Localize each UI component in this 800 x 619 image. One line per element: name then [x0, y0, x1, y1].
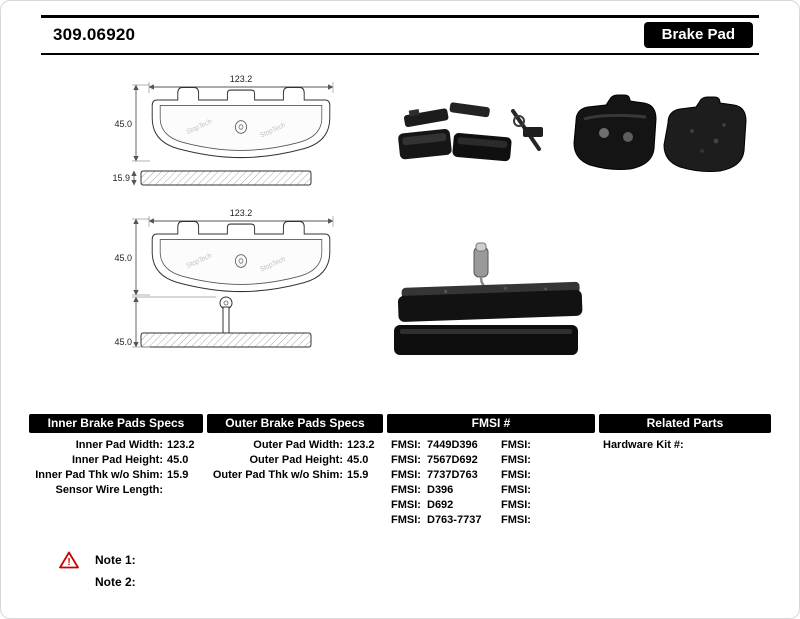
spec-label: Inner Pad Height:	[71, 454, 163, 466]
table-row: FMSI: 7737D763 FMSI:	[387, 468, 595, 483]
fmsi-value	[537, 483, 595, 498]
table-row: Outer Pad Height: 45.0	[207, 453, 383, 468]
table-row: FMSI: D763-7737 FMSI:	[387, 513, 595, 528]
fmsi-label: FMSI:	[391, 484, 421, 496]
fmsi-value: 7737D763	[427, 469, 478, 481]
table-row: Outer Pad Width: 123.2	[207, 438, 383, 453]
spec-label: Outer Pad Width:	[253, 439, 343, 451]
table-row: Outer Pad Thk w/o Shim: 15.9	[207, 468, 383, 483]
outer-specs-column: Outer Brake Pads Specs Outer Pad Width: …	[207, 414, 383, 528]
pad-front-view-2: StopTech StopTech	[151, 220, 331, 293]
pad-set-photo	[394, 242, 583, 355]
table-row: Inner Pad Height: 45.0	[29, 453, 203, 468]
related-parts-column: Related Parts Hardware Kit #:	[599, 414, 771, 528]
dim-width-view2: 123.2	[230, 208, 253, 218]
table-row: FMSI: 7567D692 FMSI:	[387, 453, 595, 468]
note-row-2: Note 2:	[95, 572, 136, 592]
pad-side-view-1	[140, 170, 312, 186]
table-row: Inner Pad Width: 123.2	[29, 438, 203, 453]
pad-photo-top	[397, 281, 583, 322]
svg-text:!: !	[67, 557, 70, 568]
dim-thickness-view1: 15.9	[112, 173, 130, 183]
drawing-area: 123.2 StopTech StopTech 45.0	[1, 59, 799, 415]
fmsi-value	[537, 453, 595, 468]
outer-specs-header: Outer Brake Pads Specs	[207, 414, 383, 433]
fmsi-value: D763-7737	[427, 514, 482, 526]
part-number: 309.06920	[53, 25, 136, 44]
spec-label: Outer Pad Thk w/o Shim:	[212, 469, 343, 481]
spec-value: 123.2	[347, 439, 375, 451]
table-row: FMSI: D396 FMSI:	[387, 483, 595, 498]
fmsi-label: FMSI:	[501, 469, 531, 481]
fmsi-label: FMSI:	[391, 454, 421, 466]
fmsi-value	[537, 513, 595, 528]
fmsi-label: FMSI:	[391, 514, 421, 526]
spec-label: Outer Pad Height:	[249, 454, 343, 466]
spec-value: 45.0	[167, 454, 189, 466]
spec-label: Inner Pad Thk w/o Shim:	[35, 469, 163, 481]
table-row: Inner Pad Thk w/o Shim: 15.9	[29, 468, 203, 483]
note-2-label: Note 2:	[95, 575, 136, 589]
spec-value: 15.9	[167, 469, 189, 481]
fmsi-label: FMSI:	[501, 484, 531, 496]
fmsi-label: FMSI:	[501, 499, 531, 511]
dim-height-sideview2: 45.0	[114, 337, 132, 347]
spec-value	[167, 483, 203, 498]
spec-label: Inner Pad Width:	[75, 439, 163, 451]
fmsi-label: FMSI:	[391, 499, 421, 511]
table-row: Sensor Wire Length:	[29, 483, 203, 498]
spec-value: 123.2	[167, 439, 195, 451]
table-row: Hardware Kit #:	[599, 438, 771, 453]
note-row-1: ! Note 1:	[59, 550, 136, 570]
fmsi-value	[537, 498, 595, 513]
table-row: FMSI: D692 FMSI:	[387, 498, 595, 513]
fmsi-label: FMSI:	[501, 439, 531, 451]
dim-height-view1: 45.0	[114, 119, 132, 129]
fmsi-column: FMSI # FMSI: 7449D396 FMSI: FMSI: 7567D6…	[387, 414, 595, 528]
spec-value: 45.0	[347, 454, 369, 466]
fmsi-value: 7449D396	[427, 439, 478, 451]
fmsi-value: 7567D692	[427, 454, 478, 466]
wear-sensor	[473, 242, 491, 291]
pad-side-view-2	[140, 296, 312, 348]
pad-back-view	[573, 94, 657, 170]
pad-front-view-1: StopTech StopTech	[151, 86, 331, 159]
product-type-badge: Brake Pad	[643, 22, 753, 48]
fmsi-value	[537, 468, 595, 483]
fmsi-value: D692	[427, 499, 454, 511]
spec-label: Sensor Wire Length:	[55, 484, 163, 496]
dim-width-view1: 123.2	[230, 74, 253, 84]
inner-specs-column: Inner Brake Pads Specs Inner Pad Width: …	[29, 414, 203, 528]
warning-triangle-icon: !	[59, 551, 79, 569]
fmsi-value: D396	[427, 484, 454, 496]
spec-value: 15.9	[347, 469, 369, 481]
header: 309.06920 Brake Pad	[41, 15, 759, 55]
fmsi-label: FMSI:	[501, 454, 531, 466]
technical-drawing: 123.2 StopTech StopTech 45.0	[112, 74, 334, 348]
fmsi-label: FMSI:	[501, 514, 531, 526]
inner-specs-header: Inner Brake Pads Specs	[29, 414, 203, 433]
fmsi-value	[537, 438, 595, 453]
spec-tables: Inner Brake Pads Specs Inner Pad Width: …	[29, 414, 771, 528]
fmsi-header: FMSI #	[387, 414, 595, 433]
pad-photo-bottom	[394, 325, 578, 355]
pad-friction-view	[663, 96, 747, 172]
related-label: Hardware Kit #:	[603, 439, 684, 451]
hardware-kit-photo	[398, 102, 543, 162]
dim-height-view2: 45.0	[114, 253, 132, 263]
notes-section: ! Note 1: Note 2:	[59, 550, 136, 592]
pad-pair-photo	[573, 94, 747, 172]
table-row: FMSI: 7449D396 FMSI:	[387, 438, 595, 453]
related-parts-header: Related Parts	[599, 414, 771, 433]
product-type-label: Brake Pad	[661, 26, 735, 43]
fmsi-label: FMSI:	[391, 469, 421, 481]
fmsi-label: FMSI:	[391, 439, 421, 451]
note-1-label: Note 1:	[95, 553, 136, 567]
